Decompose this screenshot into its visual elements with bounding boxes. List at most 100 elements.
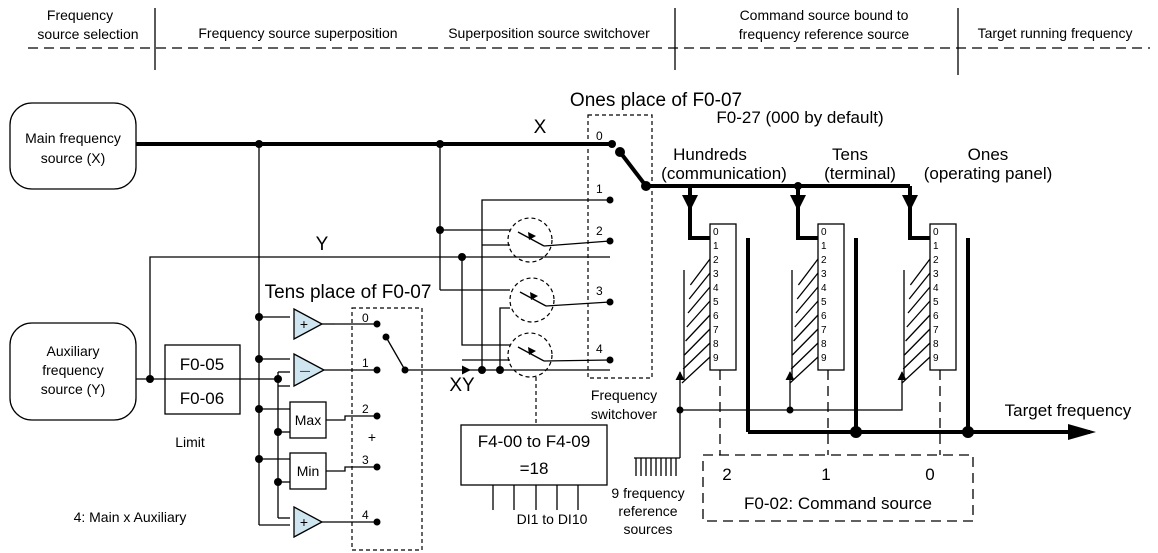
junction: [676, 406, 684, 414]
selector-digit: 1: [821, 241, 827, 252]
target-arrowhead: [1068, 424, 1096, 440]
junction: [255, 313, 263, 321]
limit-f0-06: F0-06: [180, 389, 224, 408]
selector-input-line: [797, 258, 819, 286]
selector-digit: 1: [713, 241, 719, 252]
tens-contact-1: [373, 366, 381, 374]
channel-ones-arrowhead: [902, 195, 918, 211]
selector-input-line: [688, 272, 711, 300]
main-x-aux-label: 4: Main x Auxiliary: [74, 509, 187, 525]
ones-contact-3: [606, 298, 614, 306]
channel-hundreds-sub: (communication): [661, 164, 787, 183]
cmd-code-1: 1: [821, 465, 830, 484]
selector-digit: 0: [821, 227, 827, 238]
channel-tens-feed: [796, 205, 818, 240]
f4-block: [460, 424, 608, 486]
main-source-label-2: source (X): [41, 150, 106, 166]
channel-hundreds-arrowhead: [682, 195, 698, 211]
channel-ones-sub: (operating panel): [924, 164, 1053, 183]
selector-digit: 6: [821, 311, 827, 322]
tens-place-label: Tens place of F0-07: [265, 282, 432, 303]
selector-digit: 8: [713, 339, 719, 350]
ref-src-to-ones: [790, 371, 907, 411]
min-output: [326, 466, 377, 472]
selector-input-line: [687, 286, 711, 314]
selector-input-line: [795, 286, 819, 314]
aux-source-label-2: frequency: [42, 362, 103, 378]
switch2-circle: [507, 217, 553, 263]
tens-contact-3: [373, 463, 381, 471]
switch3-arrowhead: [530, 292, 538, 300]
selector-digit: 9: [821, 353, 827, 364]
ones-switch-arm: [618, 150, 648, 188]
junction: [786, 406, 794, 414]
aux-source-label-3: source (Y): [41, 381, 106, 397]
selector-digit: 7: [821, 325, 827, 336]
switch4-arm: [517, 346, 545, 362]
selector-input-line: [689, 258, 711, 286]
selector-input-line: [686, 300, 711, 328]
selector-input-line: [909, 258, 931, 286]
selector-input-line: [790, 342, 819, 370]
ones-contact-4: [606, 356, 614, 364]
selector-digit: 7: [713, 325, 719, 336]
header-section: Frequency source selection Frequency sou…: [28, 7, 1150, 75]
tens-contact-2: [373, 412, 381, 420]
channel-hundreds-feed: [688, 205, 710, 240]
min-label: Min: [297, 463, 320, 479]
subtractor-sign: —: [300, 366, 310, 377]
switch2-arrowhead: [528, 232, 536, 240]
selector-input-line: [796, 272, 819, 300]
min-block: [289, 452, 327, 490]
ones-pos-2: 2: [596, 224, 603, 238]
header-command-bound-2: frequency reference source: [739, 26, 910, 42]
selector-digit: 3: [933, 269, 939, 280]
multiplier-sign: +: [300, 514, 308, 530]
tens-contact-4: [373, 518, 381, 526]
cmd-code-2: 2: [722, 465, 731, 484]
junction: [255, 355, 263, 363]
selector-input-line: [794, 300, 819, 328]
selector-input-line: [793, 314, 819, 342]
junction: [794, 182, 802, 190]
signal-xy-label: XY: [449, 375, 475, 396]
ones-switch-box: [587, 114, 653, 379]
selector-digit: 4: [713, 283, 719, 294]
switch4-circle: [507, 332, 553, 378]
header-freq-source-selection-1: Frequency: [47, 7, 113, 23]
junction: [274, 478, 282, 486]
selector-box-ones: [929, 223, 957, 371]
selector-digit: 6: [713, 311, 719, 322]
selector-digit: 3: [713, 269, 719, 280]
command-source-box: [702, 454, 974, 522]
selector-input-line: [905, 314, 931, 342]
selector-digit: 9: [933, 353, 939, 364]
selector-input-line: [685, 314, 711, 342]
nine-sources-3: sources: [623, 521, 672, 537]
selector-digit: 2: [933, 255, 939, 266]
channel-ones-feed: [908, 205, 930, 240]
selector-input-line: [902, 342, 931, 370]
channel-hundreds-name: Hundreds: [673, 145, 747, 164]
header-switchover: Superposition source switchover: [448, 25, 650, 41]
switch3-out: [545, 301, 611, 307]
adder-triangle: [293, 307, 324, 341]
switch4-arrowhead: [528, 347, 536, 355]
selector-digit: 3: [821, 269, 827, 280]
selector-input-line: [791, 328, 819, 356]
tens-pos-0: 0: [362, 311, 369, 325]
junction: [146, 375, 154, 383]
junction: [436, 226, 444, 234]
channel-tens-name: Tens: [832, 145, 868, 164]
signal-x-label: X: [534, 117, 547, 138]
selector-digit: 5: [821, 297, 827, 308]
command-source-label: F0-02: Command source: [744, 494, 932, 513]
selector-input-line: [908, 272, 931, 300]
limit-caption: Limit: [175, 434, 205, 450]
main-source-label-1: Main frequency: [25, 130, 121, 146]
